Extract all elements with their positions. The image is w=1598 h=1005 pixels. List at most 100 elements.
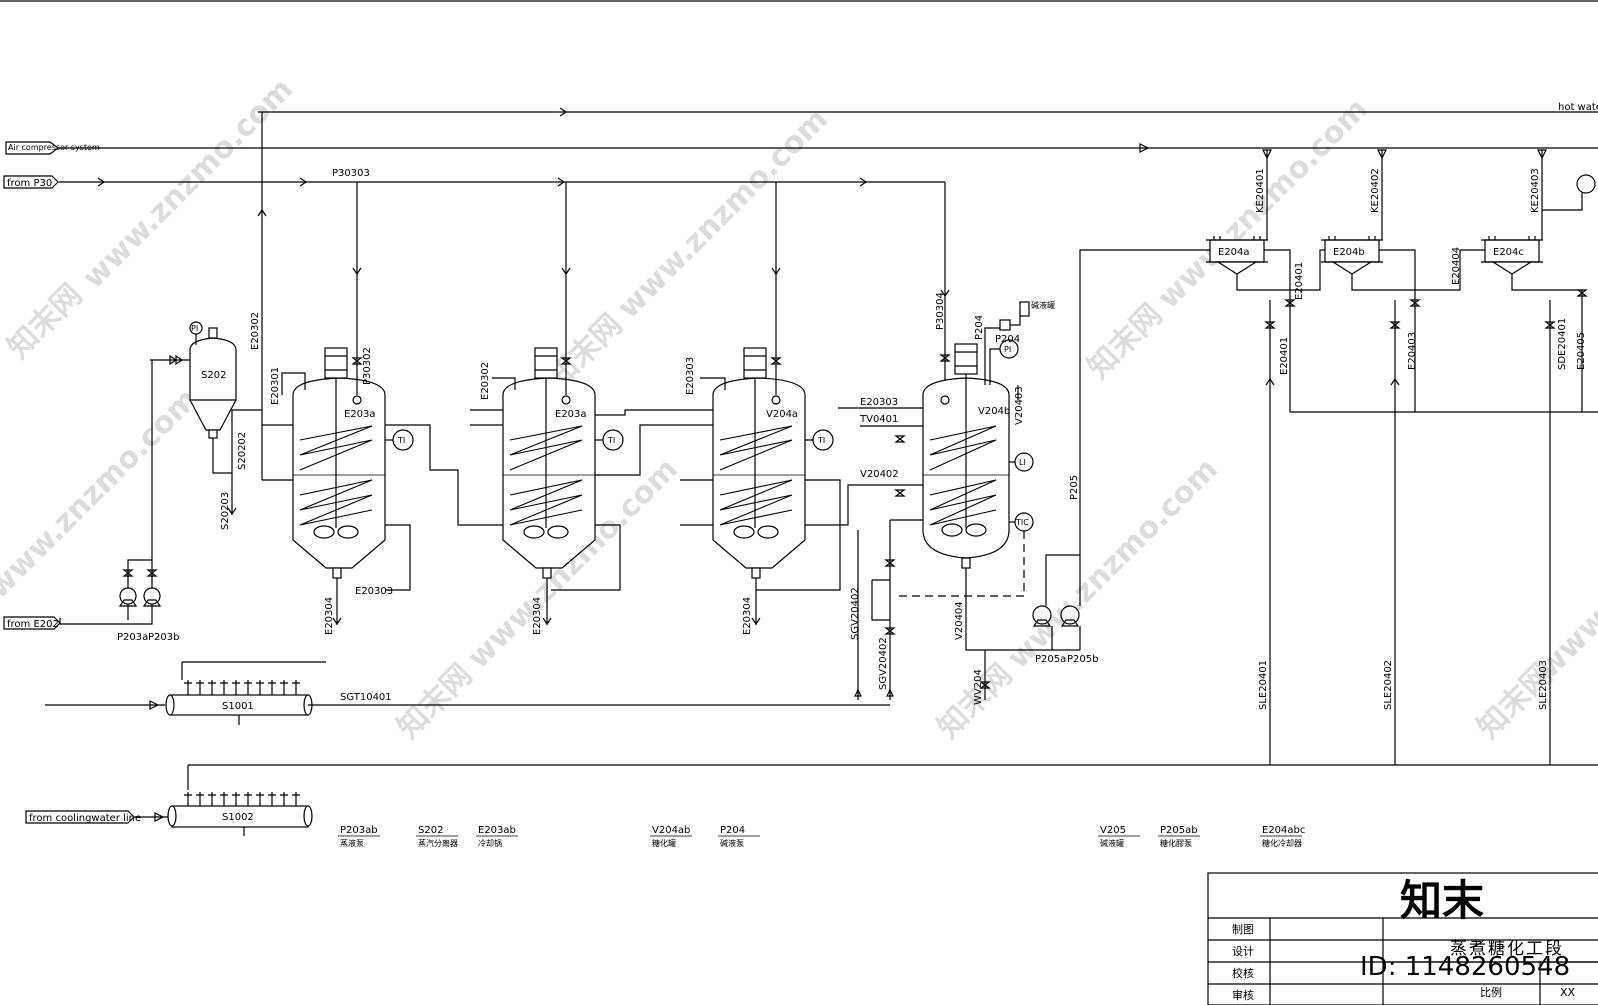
- equipment-tag: P203b: [148, 632, 179, 643]
- scale-value: XX: [1560, 986, 1576, 999]
- e20303-vent: [700, 377, 726, 390]
- v2-inlets: [470, 409, 503, 426]
- air-inlet-label: Air compressor system: [8, 143, 100, 152]
- svg-text:S1001: S1001: [222, 701, 254, 712]
- legend-tag: S202: [418, 825, 443, 836]
- s20203-drain: [227, 473, 237, 516]
- svg-text:S1002: S1002: [222, 812, 254, 823]
- e204b-piping: [1351, 249, 1485, 360]
- steam-traps: [854, 688, 894, 697]
- level-indicator: LI: [1009, 452, 1034, 472]
- line-label: E20304: [742, 597, 753, 635]
- legend-desc: 糖化冷却器: [1262, 838, 1302, 848]
- ke20402-line: [1377, 149, 1387, 240]
- line-label: P30302: [362, 347, 373, 385]
- id-watermark: ID: 1148260548: [1360, 952, 1570, 982]
- title-block-drawn: 制图: [1232, 923, 1254, 936]
- pump-p203a: [118, 569, 138, 607]
- v2-v3-pipe-top: [595, 409, 713, 416]
- watermark-text: www.znzmo.com: [76, 72, 300, 296]
- v20404-line: [965, 568, 1052, 651]
- svg-text:TIC: TIC: [1015, 518, 1029, 527]
- title-block-review: 审核: [1232, 988, 1254, 1002]
- equipment-tag: S202: [201, 370, 226, 381]
- cooling-inlet-label: from coolingwater line: [29, 813, 141, 824]
- line-label: SGV20402: [878, 637, 889, 690]
- equipment-tag: P203a: [117, 632, 148, 643]
- e20302-vent: [492, 377, 516, 390]
- e20401-return: [1269, 300, 1291, 412]
- header-s1002: S1002: [167, 792, 313, 836]
- reactor-e203a-2: E203a: [502, 347, 596, 579]
- reactor-e203a-1: E203a: [292, 347, 386, 579]
- equipment-tag: P204: [995, 334, 1020, 345]
- temperature-controller: TIC: [1009, 512, 1034, 532]
- e202-inlet-tag: [3, 616, 61, 630]
- line-label: E20403: [1407, 332, 1418, 370]
- line-label: E20401: [1279, 337, 1290, 375]
- valve: [169, 354, 184, 366]
- drain-2: [542, 578, 552, 626]
- line-label: SGT10401: [340, 692, 392, 703]
- watermark-text: 知末网: [1081, 297, 1169, 385]
- reactor-v204a: V204a: [712, 347, 806, 579]
- equipment-tag: V204b: [978, 406, 1010, 417]
- cooler-e204b: E204b: [1321, 236, 1383, 275]
- agitator-motor: [534, 347, 558, 379]
- line-label: S20203: [220, 492, 231, 530]
- legend-desc: 碱液罐: [1100, 838, 1124, 848]
- line-label: E20302: [480, 362, 491, 400]
- flow-arrows: [1265, 377, 1400, 386]
- valve: [979, 681, 991, 689]
- pump-p205b: [1060, 605, 1081, 650]
- v3-v4-pipe: [805, 484, 923, 526]
- v2-return: [551, 524, 621, 591]
- line-label: KE20403: [1530, 168, 1541, 213]
- legend-desc: 糖化罐: [652, 838, 676, 848]
- svg-text:TI: TI: [817, 436, 825, 445]
- legend-tag: E204abc: [1262, 825, 1305, 836]
- title-block-check: 校核: [1232, 966, 1254, 980]
- v3-return: [756, 479, 841, 591]
- drain-3: [751, 578, 761, 626]
- hot-water-label: hot water: [1558, 102, 1598, 113]
- equipment-tag: P205a: [1035, 654, 1066, 665]
- ke20401-line: [1262, 149, 1272, 240]
- p30-inlet-label: from P30: [7, 178, 52, 189]
- e204a-piping: [1236, 249, 1325, 360]
- line-label: E20304: [532, 597, 543, 635]
- agitator-motor: [954, 343, 978, 375]
- line-label: E20302: [250, 312, 261, 350]
- alkali-tank: [1019, 301, 1030, 317]
- flow-arrow: [559, 107, 568, 117]
- line-label: E20303: [355, 586, 393, 597]
- line-label: V20404: [954, 601, 965, 640]
- separator-s202: S202 PI: [189, 321, 237, 439]
- legend-tag: V205: [1100, 825, 1126, 836]
- line-label: SLE20401: [1258, 660, 1269, 710]
- legend-tag: P203ab: [340, 825, 378, 836]
- pressure-indicator: PI: [989, 339, 1019, 385]
- drawing-title: 蒸煮糖化工段: [1450, 939, 1564, 959]
- temperature-indicator: TI: [595, 429, 624, 451]
- cooler-e204a: E204a: [1206, 236, 1268, 275]
- flow-arrows: [352, 267, 950, 298]
- line-label: SLE20402: [1383, 660, 1394, 710]
- line-label: WV204: [973, 669, 984, 705]
- equipment-tag: E203a: [344, 409, 376, 420]
- line-label: E20304: [324, 597, 335, 635]
- cooler-e204c: E204c: [1481, 236, 1543, 275]
- nozzle: [940, 395, 950, 405]
- cooling-inlet-tag: [25, 810, 135, 824]
- pump-p205a: [1032, 605, 1053, 650]
- equipment-tag: P205b: [1067, 654, 1098, 665]
- line-label: P205: [1069, 475, 1080, 500]
- logo-watermark: 知末: [1400, 876, 1484, 925]
- bypass: [871, 579, 890, 621]
- line-label: SLE20403: [1538, 660, 1549, 710]
- legend-desc: 碱液泵: [720, 838, 744, 848]
- nozzle: [352, 395, 362, 405]
- legend-tag: V204ab: [652, 825, 690, 836]
- pump-p204: [999, 319, 1011, 331]
- svg-text:E204b: E204b: [1333, 247, 1365, 258]
